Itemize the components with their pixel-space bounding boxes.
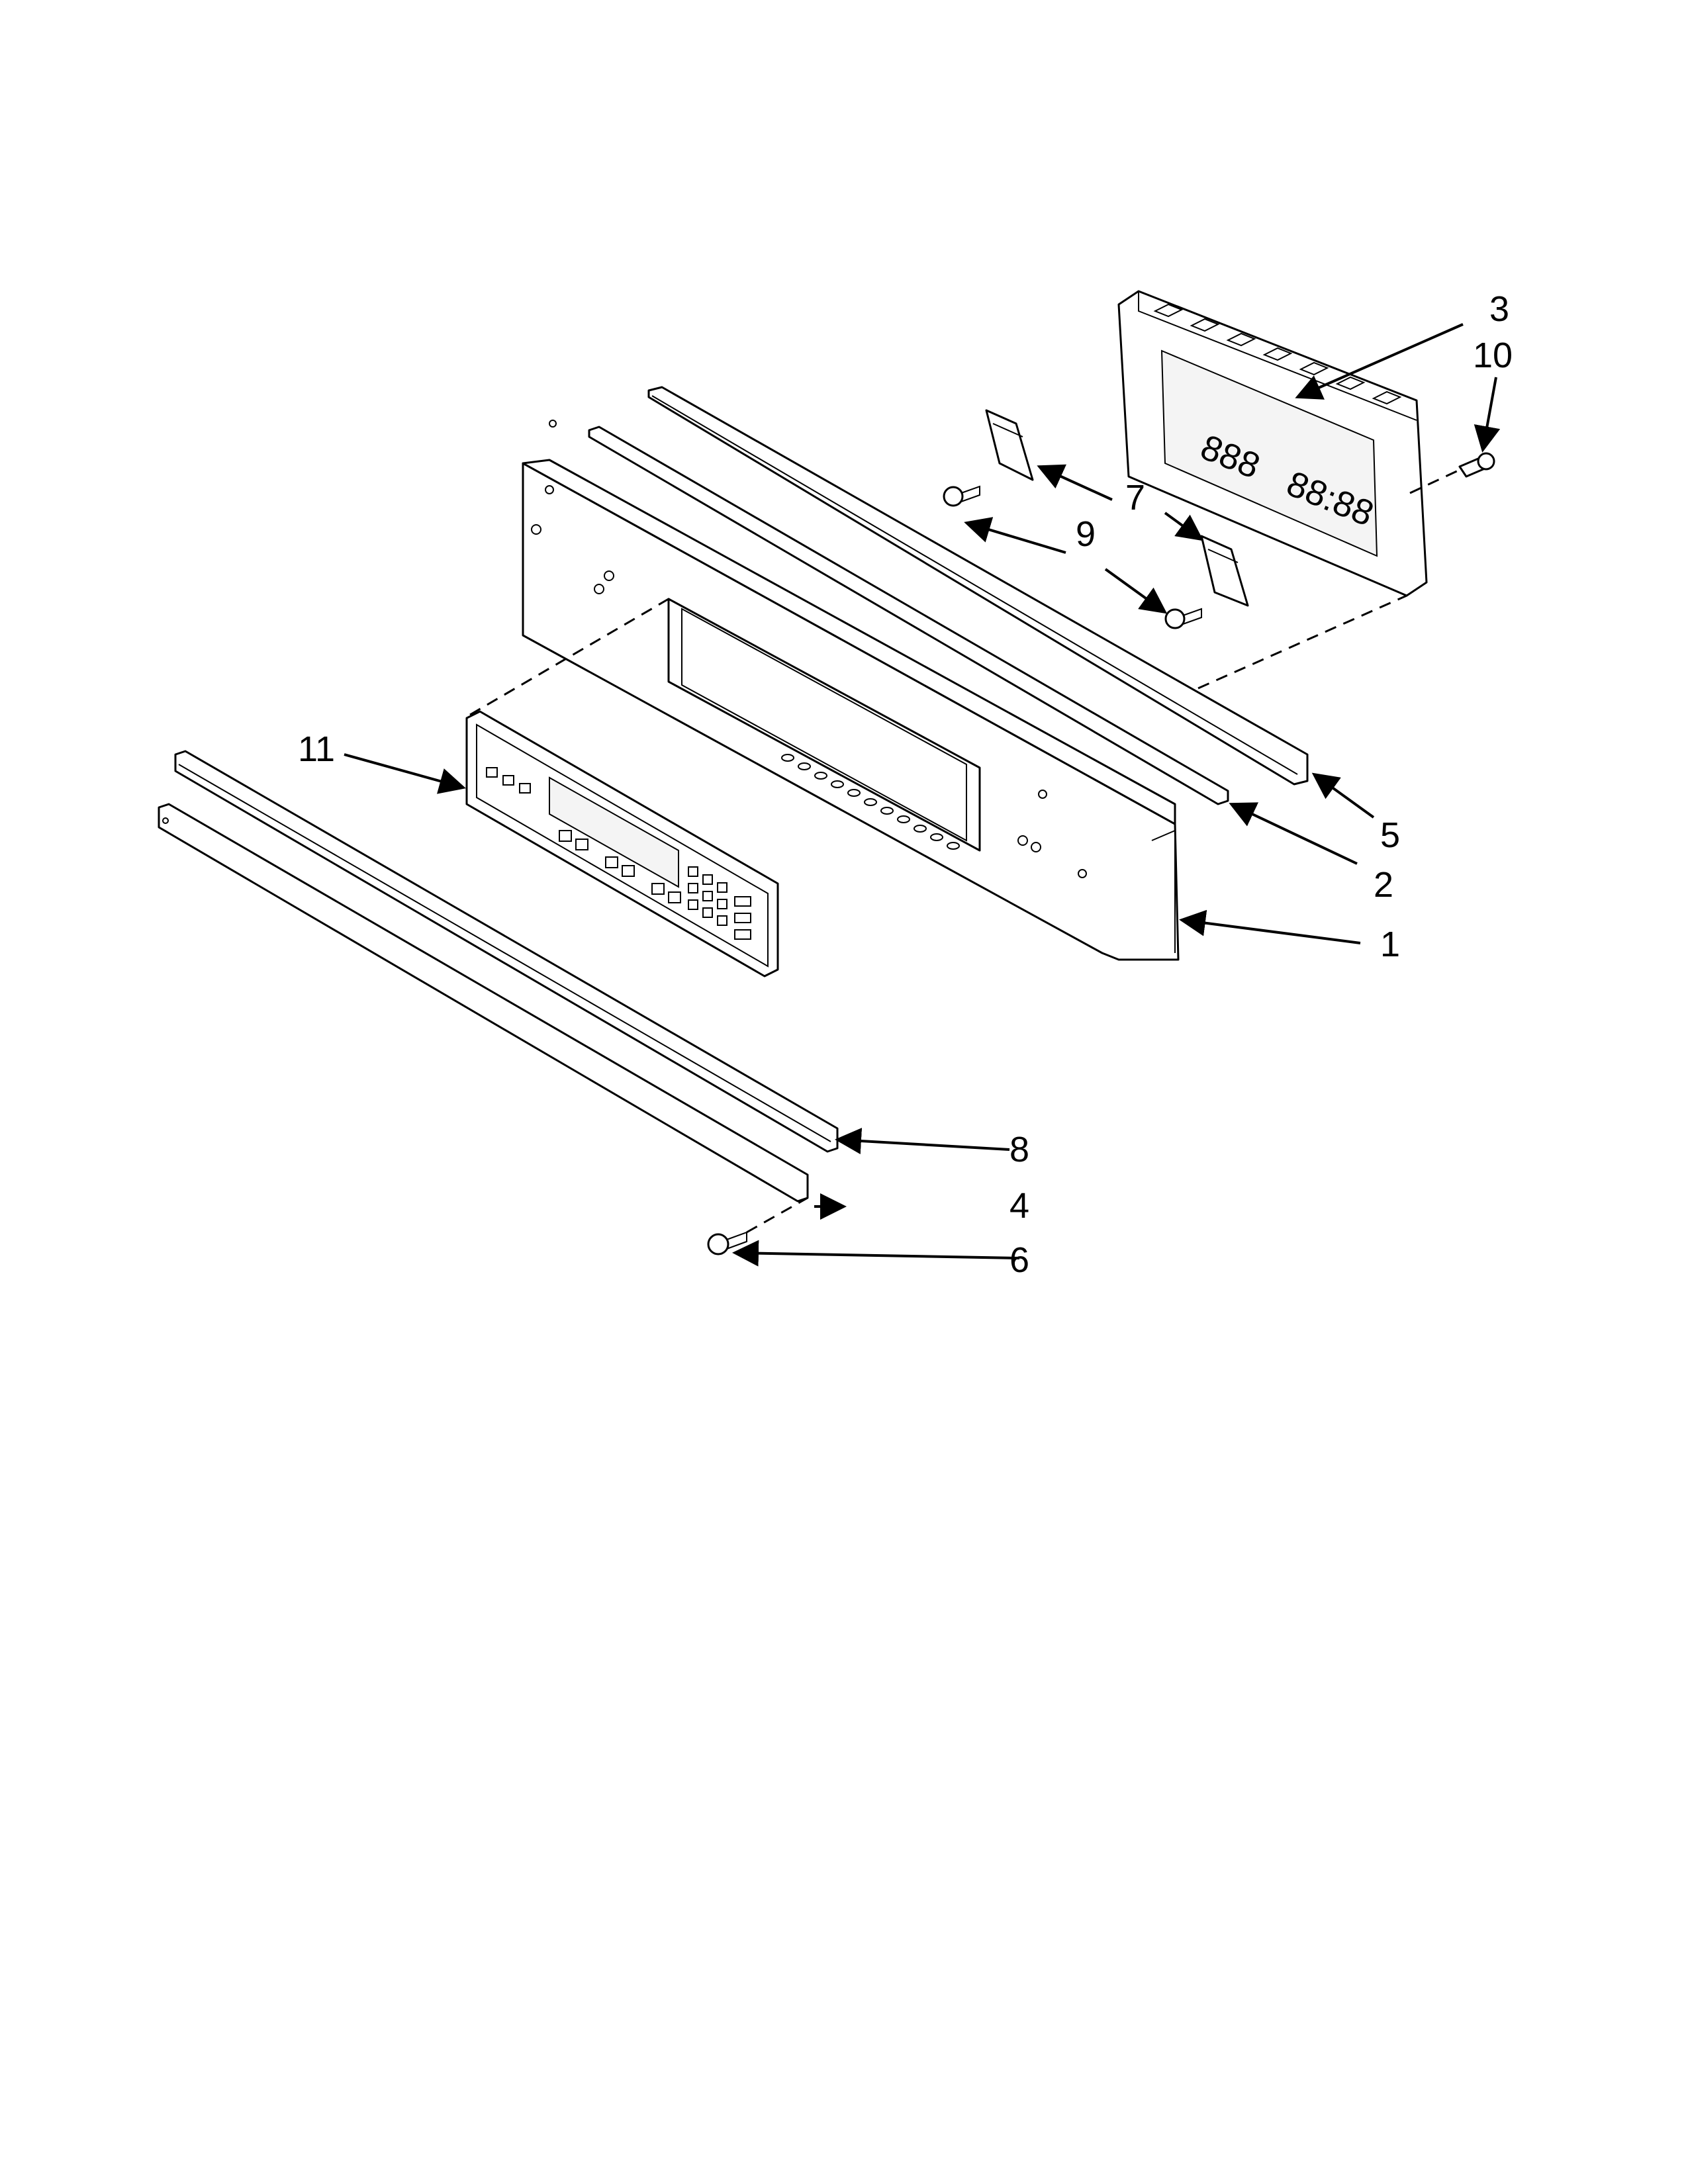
mounting-bracket-right <box>1200 535 1249 607</box>
callout-7: 7 <box>1125 478 1145 518</box>
electronic-control-board: 888 88:88 <box>1117 290 1428 597</box>
screw-9-left <box>943 485 980 507</box>
gasket-strip <box>588 426 1229 805</box>
callout-2: 2 <box>1374 865 1393 905</box>
callout-1: 1 <box>1380 925 1400 964</box>
alignment-line-screw-6 <box>746 1197 808 1234</box>
callout-9: 9 <box>1076 514 1096 554</box>
alignment-line-screw-10 <box>1409 469 1460 494</box>
callout-5: 5 <box>1380 815 1400 855</box>
screw-9-right <box>1164 608 1202 629</box>
callout-8: 8 <box>1009 1130 1029 1169</box>
callout-10: 10 <box>1473 336 1513 375</box>
callout-3: 3 <box>1489 289 1509 329</box>
callout-4: 4 <box>1009 1186 1029 1226</box>
callout-11: 11 <box>298 729 335 769</box>
callout-6: 6 <box>1009 1240 1029 1280</box>
alignment-line-board <box>1197 594 1407 690</box>
housing-slot-row <box>781 754 960 850</box>
leader-lines <box>344 323 1501 1267</box>
control-panel-housing <box>522 420 1180 961</box>
screw-10 <box>1458 452 1495 478</box>
screw-6 <box>707 1231 747 1255</box>
control-panel-overlay <box>465 710 779 978</box>
overlay-keypad <box>486 767 751 940</box>
rear-trim-strip <box>647 386 1309 786</box>
mounting-bracket-left <box>985 409 1034 481</box>
